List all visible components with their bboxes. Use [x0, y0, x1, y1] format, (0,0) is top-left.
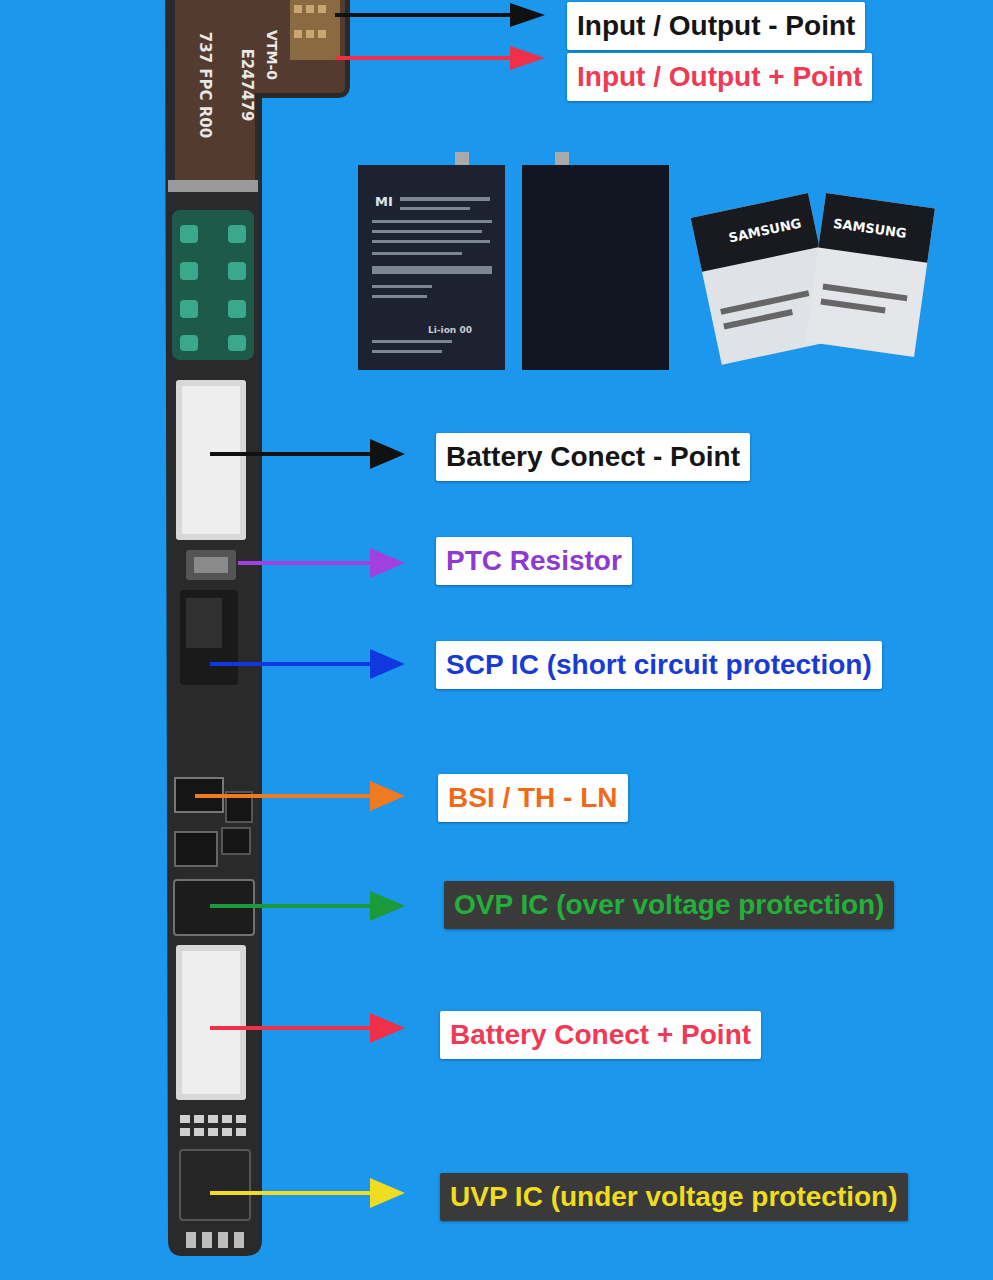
scp-die: [186, 598, 222, 648]
battery-negative-pad: [176, 380, 246, 540]
ptc-resistor: [186, 550, 236, 580]
pad-highlight: [182, 386, 240, 534]
board-marking: 737 FPC R00: [196, 32, 214, 138]
glue-pads: [180, 225, 246, 351]
pad-highlight: [182, 951, 240, 1094]
battery-positive-pad: [176, 945, 246, 1100]
label-box: UVP IC (under voltage protection): [440, 1173, 908, 1221]
label-text: Battery Conect + Point: [450, 1017, 751, 1053]
pcb-strip: [165, 0, 350, 1256]
battery-print: [372, 197, 492, 353]
chip: [175, 832, 217, 866]
flex-cable: [175, 0, 345, 190]
connector-pins: [294, 5, 326, 38]
label-box: Battery Conect + Point: [440, 1011, 761, 1059]
glue-area: [172, 210, 254, 360]
board-marking: VTM-0: [264, 30, 280, 80]
mi-battery-back: [522, 165, 669, 370]
label-text: BSI / TH - LN: [448, 780, 618, 816]
scp-ic: [180, 590, 238, 685]
battery-marking: Li-ion 00: [428, 325, 472, 335]
label-text: Input / Output + Point: [577, 59, 862, 95]
label-box: SCP IC (short circuit protection): [436, 641, 882, 689]
label-box: Battery Conect - Point: [436, 433, 750, 481]
label-box: Input / Output + Point: [567, 53, 872, 101]
samsung-battery: [805, 193, 935, 357]
uvp-pins: [180, 1115, 246, 1136]
label-text: SCP IC (short circuit protection): [446, 647, 872, 683]
label-box: BSI / TH - LN: [438, 774, 628, 822]
chip: [222, 828, 250, 854]
label-box: OVP IC (over voltage protection): [444, 881, 894, 929]
label-box: Input / Output - Point: [567, 2, 865, 50]
mi-battery: [358, 165, 505, 370]
label-text: OVP IC (over voltage protection): [454, 887, 884, 923]
label-text: PTC Resistor: [446, 543, 622, 579]
label-text: Battery Conect - Point: [446, 439, 740, 475]
label-text: Input / Output - Point: [577, 8, 855, 44]
bottom-pins: [186, 1232, 244, 1248]
stiffener-edge: [168, 180, 258, 192]
ptc-body: [194, 557, 228, 573]
label-text: UVP IC (under voltage protection): [450, 1179, 898, 1215]
label-box: PTC Resistor: [436, 537, 632, 585]
board-marking: E247479: [238, 49, 256, 122]
uvp-ic: [180, 1150, 250, 1220]
connector: [290, 0, 340, 60]
battery-marking: MI: [375, 194, 393, 209]
